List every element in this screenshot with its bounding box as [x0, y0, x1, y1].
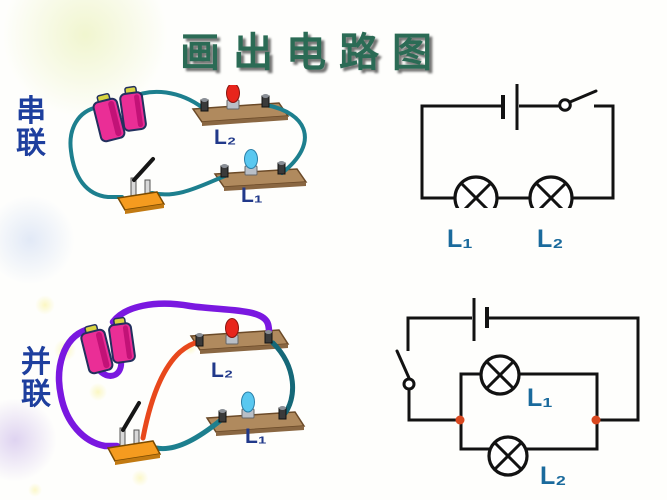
wire-teal — [153, 417, 224, 452]
parallel-physical-lamp1-label: L₁ — [245, 425, 267, 448]
wire-purple — [109, 300, 273, 342]
battery-symbol-icon — [501, 84, 519, 130]
lamp-symbol-L2-icon — [528, 175, 574, 208]
lamp-base-L2-icon — [191, 102, 290, 126]
battery-icon — [119, 85, 147, 132]
lamp-bulb-L2-icon — [225, 318, 239, 345]
wire — [406, 316, 472, 351]
lamp-symbol-L1-icon — [479, 354, 521, 396]
battery-icon — [108, 316, 136, 364]
battery-icon — [92, 92, 126, 143]
binding-posts — [195, 330, 287, 423]
parallel-schematic-lamp2-label: L₂ — [540, 462, 567, 490]
wire — [68, 105, 124, 199]
junction-dot — [455, 415, 465, 425]
lamp-bulb-L1-icon — [241, 391, 255, 419]
lamp-bulb-L2-icon — [226, 85, 240, 110]
series-schematic-lamp1-label: L₁ — [447, 225, 473, 253]
switch-symbol-icon — [395, 349, 416, 391]
lamp-symbol-L2-icon — [487, 435, 529, 477]
wire — [459, 372, 599, 420]
lamp-symbol-L1-icon — [453, 175, 499, 208]
circuit-wires — [406, 316, 640, 451]
wire — [407, 389, 459, 422]
series-schematic-lamp2-label: L₂ — [537, 225, 564, 253]
wire — [264, 103, 307, 175]
wire — [488, 316, 640, 422]
series-physical-lamp1-label: L₁ — [241, 184, 263, 207]
switch-symbol-icon — [558, 89, 598, 112]
junction-dot — [591, 415, 601, 425]
wire-teal-dark — [270, 340, 296, 419]
parallel-physical-lamp2-label: L₂ — [211, 359, 234, 382]
wire-orange — [140, 339, 202, 441]
battery-icon — [80, 324, 114, 375]
switch-icon — [116, 157, 166, 214]
series-physical-lamp2-label: L₂ — [214, 126, 237, 149]
wire — [420, 104, 615, 200]
series-physical-circuit-illustration — [68, 85, 308, 214]
label-series: 串联 — [16, 95, 46, 160]
battery-symbol-icon — [472, 298, 489, 341]
parallel-wires — [55, 300, 296, 452]
parallel-schematic-diagram — [395, 298, 640, 477]
lamp-bulb-L1-icon — [244, 149, 258, 176]
page-title: 画出电路图 — [180, 31, 445, 75]
circuit-wires — [420, 104, 615, 200]
parallel-physical-circuit-illustration — [55, 300, 306, 465]
label-parallel: 并联 — [21, 346, 51, 411]
parallel-schematic-lamp1-label: L₁ — [527, 384, 553, 412]
wire-purple — [55, 326, 121, 450]
wire-purple — [97, 357, 125, 379]
series-schematic-diagram — [420, 84, 615, 208]
wire — [459, 420, 599, 451]
switch-icon — [106, 401, 162, 465]
lamp-base-L2-icon — [189, 329, 290, 354]
binding-posts — [200, 94, 286, 178]
wire — [150, 174, 227, 197]
